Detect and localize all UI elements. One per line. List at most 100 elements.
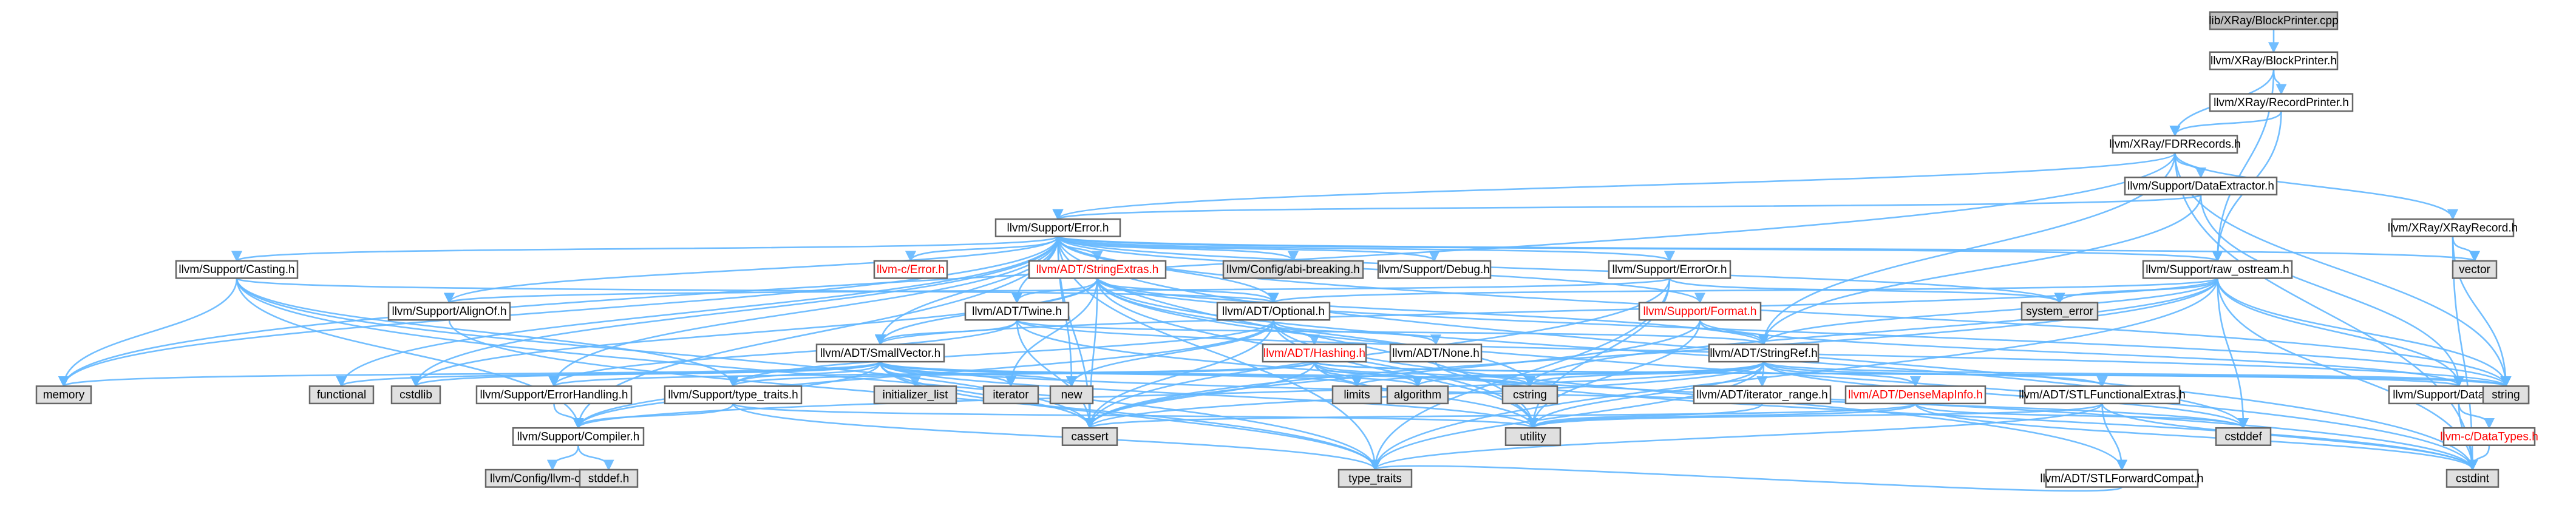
node-label: cstdint [2456, 472, 2490, 485]
node-cstddef[interactable]: cstddef [2215, 427, 2272, 446]
node-label: llvm/XRay/XRayRecord.h [2388, 221, 2518, 234]
node-debug_h[interactable]: llvm/Support/Debug.h [1377, 260, 1492, 279]
edge-raw_ostream_h-to-cstddef [2217, 278, 2249, 430]
node-dataextractor_h[interactable]: llvm/Support/DataExtractor.h [2124, 177, 2278, 196]
edge-stlfunctionalextras_h-to-utility [1528, 402, 2103, 430]
node-label: llvm/ADT/SmallVector.h [820, 347, 941, 360]
node-label: lib/XRay/BlockPrinter.cpp [2209, 15, 2338, 27]
edge-error_h-to-alignof_h [444, 236, 1059, 304]
edge-stringref_h-to-limits [1351, 360, 1765, 388]
node-iterator[interactable]: iterator [982, 385, 1039, 405]
node-format_h[interactable]: llvm/Support/Format.h [1638, 302, 1762, 321]
node-cstdint[interactable]: cstdint [2445, 468, 2500, 488]
node-stlforwardcompat_h[interactable]: llvm/ADT/STLForwardCompat.h [2040, 468, 2204, 488]
node-label: new [1061, 389, 1082, 402]
node-cassert[interactable]: cassert [1061, 427, 1118, 446]
node-string[interactable]: string [2482, 385, 2530, 405]
node-label: llvm-c/DataTypes.h [2440, 430, 2538, 443]
node-new[interactable]: new [1049, 385, 1094, 405]
node-type_traits[interactable]: type_traits [1337, 468, 1413, 488]
edge-raw_ostream_h-to-stringref_h [1758, 278, 2218, 346]
node-alignof_h[interactable]: llvm/Support/AlignOf.h [387, 302, 511, 321]
node-box [1049, 385, 1094, 405]
node-box [1708, 343, 1820, 363]
node-root[interactable]: lib/XRay/BlockPrinter.cpp [2209, 11, 2339, 30]
edge-hashing_h-to-cstring [1313, 361, 1535, 388]
node-abi_breaking_h[interactable]: llvm/Config/abi-breaking.h [1222, 260, 1364, 279]
nodes-layer: lib/XRay/BlockPrinter.cpp llvm/XRay/Block… [35, 11, 2538, 488]
edge-fdrrecords_h-to-xrayrecord_h [2174, 152, 2458, 220]
node-c_error_h[interactable]: llvm-c/Error.h [873, 260, 948, 279]
edge-type_traits_h-to-type_traits [732, 403, 1381, 471]
node-erroror_h[interactable]: llvm/Support/ErrorOr.h [1608, 260, 1731, 279]
node-densemapinfo_h[interactable]: llvm/ADT/DenseMapInfo.h [1844, 385, 1986, 405]
edge-fdrrecords_h-to-cstdint [2174, 152, 2478, 471]
node-optional_h[interactable]: llvm/ADT/Optional.h [1216, 302, 1331, 321]
edge-type_traits_h-to-utility [732, 402, 1538, 430]
node-raw_ostream_h[interactable]: llvm/Support/raw_ostream.h [2142, 260, 2293, 279]
node-stringextras_h[interactable]: llvm/ADT/StringExtras.h [1028, 260, 1167, 279]
node-stringref_h[interactable]: llvm/ADT/StringRef.h [1708, 343, 1820, 363]
node-functional[interactable]: functional [308, 385, 375, 405]
node-box [387, 302, 511, 321]
node-algorithm[interactable]: algorithm [1386, 385, 1449, 405]
node-box [2442, 427, 2536, 446]
edge-optional_h-to-none_h [1273, 319, 1441, 346]
node-label: memory [43, 389, 85, 402]
node-blockprinter_h[interactable]: llvm/XRay/BlockPrinter.h [2209, 51, 2339, 70]
node-compiler_h[interactable]: llvm/Support/Compiler.h [512, 427, 645, 446]
node-box [175, 260, 299, 279]
node-hashing_h[interactable]: llvm/ADT/Hashing.h [1262, 343, 1367, 363]
node-initializer_list[interactable]: initializer_list [873, 385, 957, 405]
node-box [1608, 260, 1731, 279]
edge-smallvector_h-to-cstring [879, 360, 1535, 388]
node-label: llvm/XRay/RecordPrinter.h [2214, 96, 2349, 109]
edge-format_h-to-datatypes_h [1699, 319, 2464, 388]
edge-casting_h-to-cassert [236, 278, 1095, 430]
edge-error_h-to-memory [58, 236, 1059, 388]
node-fdrrecords_h[interactable]: llvm/XRay/FDRRecords.h [2109, 135, 2241, 154]
node-twine_h[interactable]: llvm/ADT/Twine.h [964, 302, 1070, 321]
edge-erroror_h-to-cassert [1084, 278, 1671, 430]
node-vector[interactable]: vector [2452, 260, 2498, 279]
edge-error_h-to-cstdlib [410, 236, 1059, 388]
edge-compiler_h-to-llvm_config_h [546, 445, 579, 471]
edge-fdrrecords_h-to-error_h [1052, 152, 2176, 220]
node-memory[interactable]: memory [35, 385, 92, 405]
edge-error_h-to-system_error [1057, 235, 2065, 304]
node-box [1337, 468, 1413, 488]
node-xrayrecord_h[interactable]: llvm/XRay/XRayRecord.h [2388, 218, 2518, 237]
node-label: llvm/Support/AlignOf.h [392, 305, 506, 318]
node-none_h[interactable]: llvm/ADT/None.h [1389, 343, 1483, 363]
node-label: llvm/XRay/BlockPrinter.h [2211, 55, 2337, 67]
node-label: utility [1520, 430, 1546, 443]
node-c_datatypes_h[interactable]: llvm-c/DataTypes.h [2440, 427, 2538, 446]
node-iterator_range_h[interactable]: llvm/ADT/iterator_range.h [1693, 385, 1832, 405]
node-label: type_traits [1348, 472, 1402, 485]
node-cstdlib[interactable]: cstdlib [390, 385, 441, 405]
node-errorhandling_h[interactable]: llvm/Support/ErrorHandling.h [475, 385, 633, 405]
node-limits[interactable]: limits [1331, 385, 1382, 405]
node-box [1331, 385, 1382, 405]
edge-smallvector_h-to-memory [58, 360, 882, 388]
edge-optional_h-to-type_traits_h [727, 319, 1274, 388]
node-smallvector_h[interactable]: llvm/ADT/SmallVector.h [815, 343, 945, 363]
node-recordprinter_h[interactable]: llvm/XRay/RecordPrinter.h [2209, 93, 2354, 112]
node-casting_h[interactable]: llvm/Support/Casting.h [175, 260, 299, 279]
edge-error_h-to-casting_h [231, 235, 1059, 262]
node-box [35, 385, 92, 405]
edge-stringextras_h-to-cstdlib [410, 278, 1098, 388]
node-label: limits [1344, 389, 1370, 402]
node-system_error[interactable]: system_error [2020, 302, 2099, 321]
edge-densemapinfo_h-to-cassert [1084, 402, 1917, 430]
node-stddef_h[interactable]: stddef.h [579, 468, 639, 488]
edge-iterator_range_h-to-utility [1528, 403, 1763, 430]
node-stlfunctionalextras_h[interactable]: llvm/ADT/STLFunctionalExtras.h [2019, 385, 2186, 405]
node-utility[interactable]: utility [1504, 427, 1562, 446]
edge-stringref_h-to-cstring [1524, 361, 1765, 388]
node-error_h[interactable]: llvm/Support/Error.h [994, 218, 1121, 237]
edge-raw_ostream_h-to-cstring [1524, 278, 2218, 388]
node-cstring[interactable]: cstring [1501, 385, 1558, 405]
node-label: llvm/ADT/DenseMapInfo.h [1848, 389, 1983, 402]
node-type_traits_h[interactable]: llvm/Support/type_traits.h [664, 385, 803, 405]
